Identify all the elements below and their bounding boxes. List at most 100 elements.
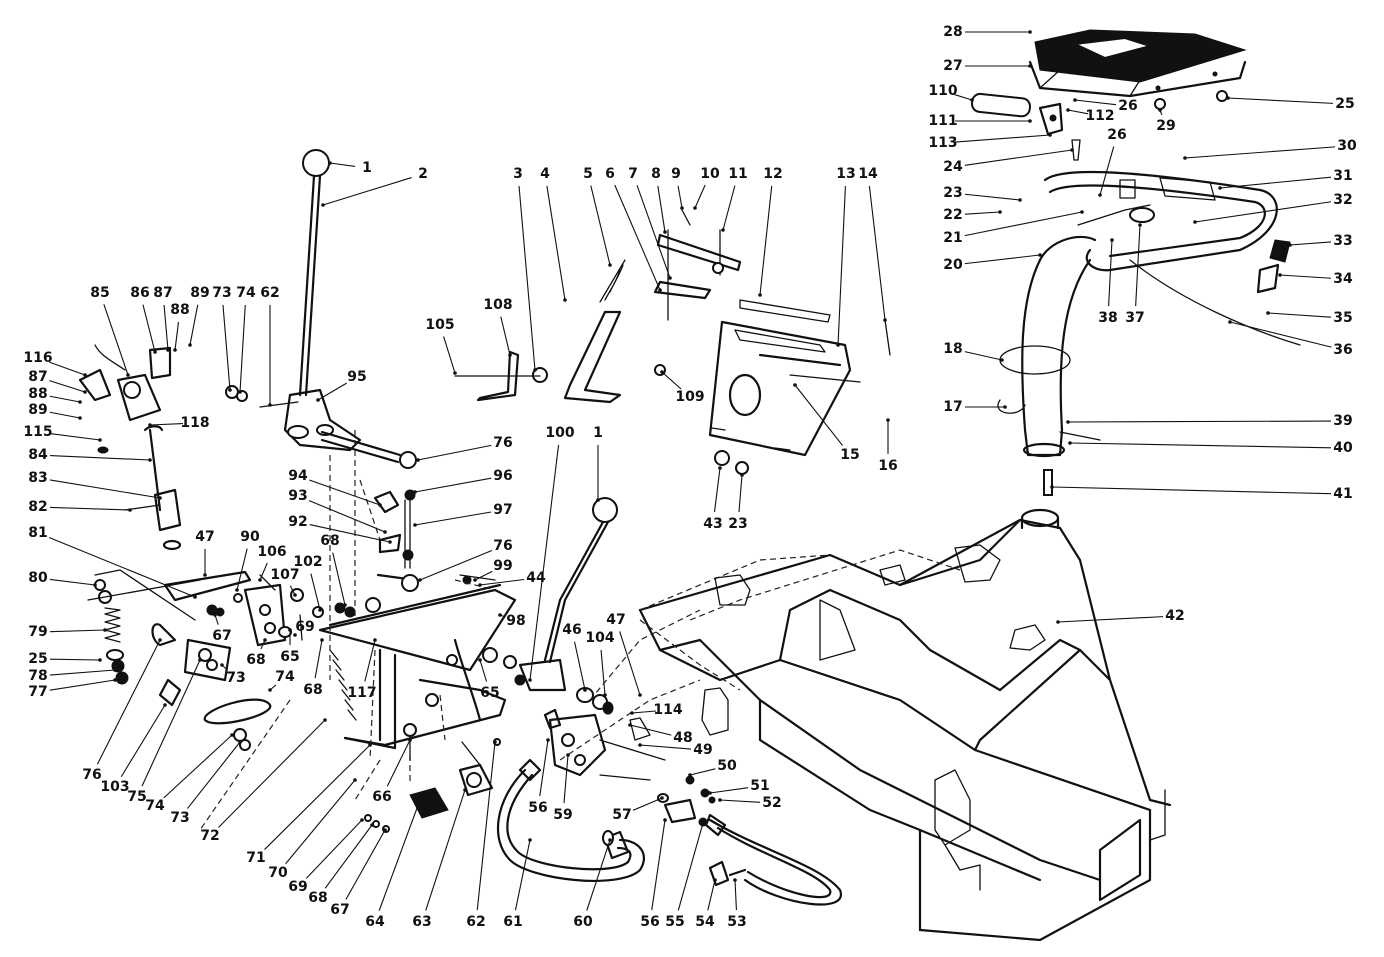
- callout-60: 60: [573, 838, 612, 930]
- callout-42: 42: [1056, 608, 1185, 624]
- callout-number: 107: [270, 567, 299, 583]
- callout-26: 26: [1098, 127, 1127, 197]
- leader-line: [1057, 616, 1164, 623]
- callout-number: 82: [28, 499, 47, 515]
- leader-dot: [733, 878, 737, 882]
- callout-number: 32: [1333, 192, 1352, 208]
- callout-54: 54: [695, 878, 717, 930]
- leader-dot: [1158, 108, 1162, 112]
- leader-line: [514, 839, 531, 911]
- callout-57: 57: [612, 796, 664, 823]
- callout-114: 114: [630, 702, 683, 718]
- leader-line: [759, 185, 773, 296]
- callout-number: 26: [1107, 127, 1126, 143]
- leader-line: [639, 744, 692, 750]
- callout-64: 64: [365, 798, 422, 930]
- callout-4: 4: [540, 166, 567, 302]
- leader-dot: [1288, 243, 1292, 247]
- leader-line: [48, 537, 196, 598]
- callout-number: 12: [763, 166, 782, 182]
- leader-dot: [383, 530, 387, 534]
- leader-line: [308, 500, 386, 533]
- callout-number: 60: [573, 914, 593, 930]
- leader-line: [479, 659, 488, 682]
- leader-dot: [493, 740, 497, 744]
- callout-21: 21: [943, 210, 1084, 246]
- leader-line: [49, 395, 81, 403]
- leader-dot: [1138, 223, 1142, 227]
- callout-32: 32: [1193, 192, 1353, 224]
- leader-dot: [608, 838, 612, 842]
- callout-67: 67: [212, 613, 232, 644]
- leader-dot: [166, 348, 170, 352]
- leader-line: [174, 321, 180, 351]
- leader-dot: [1018, 198, 1022, 202]
- callout-7: 7: [628, 166, 672, 280]
- callout-74: 74: [236, 285, 256, 394]
- callout-47: 47: [195, 529, 215, 577]
- callout-number: 74: [275, 669, 295, 685]
- callout-28: 28: [943, 24, 1032, 40]
- callout-36: 36: [1228, 320, 1353, 358]
- callout-number: 79: [28, 624, 47, 640]
- callout-41: 41: [1050, 485, 1353, 502]
- callout-61: 61: [503, 838, 532, 930]
- leader-dot: [230, 733, 234, 737]
- callout-number: 66: [372, 789, 391, 805]
- leader-line: [529, 444, 560, 681]
- callout-number: 65: [280, 649, 299, 665]
- leader-dot: [328, 161, 332, 165]
- callout-100: 100: [528, 425, 575, 682]
- callout-number: 11: [728, 166, 747, 182]
- callout-number: 40: [1333, 440, 1353, 456]
- leader-dot: [418, 578, 422, 582]
- leader-line: [964, 211, 1001, 215]
- callout-51: 51: [708, 778, 770, 795]
- leader-line: [49, 669, 116, 676]
- leader-dot: [1028, 30, 1032, 34]
- callout-74: 74: [268, 669, 295, 692]
- callout-86: 86: [130, 285, 157, 354]
- callout-number: 59: [553, 807, 572, 823]
- leader-dot: [1080, 210, 1084, 214]
- leader-line: [631, 710, 657, 714]
- callout-76: 76: [418, 538, 513, 582]
- callout-25: 25: [28, 651, 102, 667]
- callout-14: 14: [858, 166, 887, 322]
- leader-line: [1067, 420, 1332, 423]
- callout-96: 96: [413, 468, 513, 494]
- callout-46: 46: [562, 622, 587, 692]
- callout-number: 72: [200, 828, 219, 844]
- callout-88: 88: [28, 386, 82, 404]
- callout-number: 52: [762, 795, 781, 811]
- leader-line: [49, 679, 116, 691]
- callout-number: 55: [665, 914, 684, 930]
- leader-line: [868, 185, 886, 321]
- callout-16: 16: [878, 418, 898, 474]
- leader-dot: [638, 743, 642, 747]
- leader-dot: [1028, 64, 1032, 68]
- leader-line: [954, 134, 1051, 143]
- callout-number: 46: [562, 622, 581, 638]
- leader-dot: [1110, 238, 1114, 242]
- leader-dot: [158, 496, 162, 500]
- callout-29: 29: [1156, 108, 1176, 134]
- callout-31: 31: [1218, 168, 1353, 190]
- leader-dot: [78, 416, 82, 420]
- leader-line: [1194, 201, 1332, 223]
- callout-number: 63: [412, 914, 431, 930]
- leader-dot: [1028, 119, 1032, 123]
- callout-83: 83: [28, 470, 162, 500]
- callout-9: 9: [671, 166, 684, 210]
- leader-line: [49, 432, 101, 441]
- callout-81: 81: [28, 525, 197, 599]
- leader-dot: [238, 740, 242, 744]
- callout-108: 108: [483, 297, 513, 357]
- callout-number: 49: [693, 742, 712, 758]
- leader-dot: [668, 276, 672, 280]
- callout-106: 106: [257, 544, 287, 582]
- leader-dot: [970, 98, 974, 102]
- callout-number: 109: [675, 389, 704, 405]
- leader-line: [309, 479, 381, 506]
- leader-dot: [508, 353, 512, 357]
